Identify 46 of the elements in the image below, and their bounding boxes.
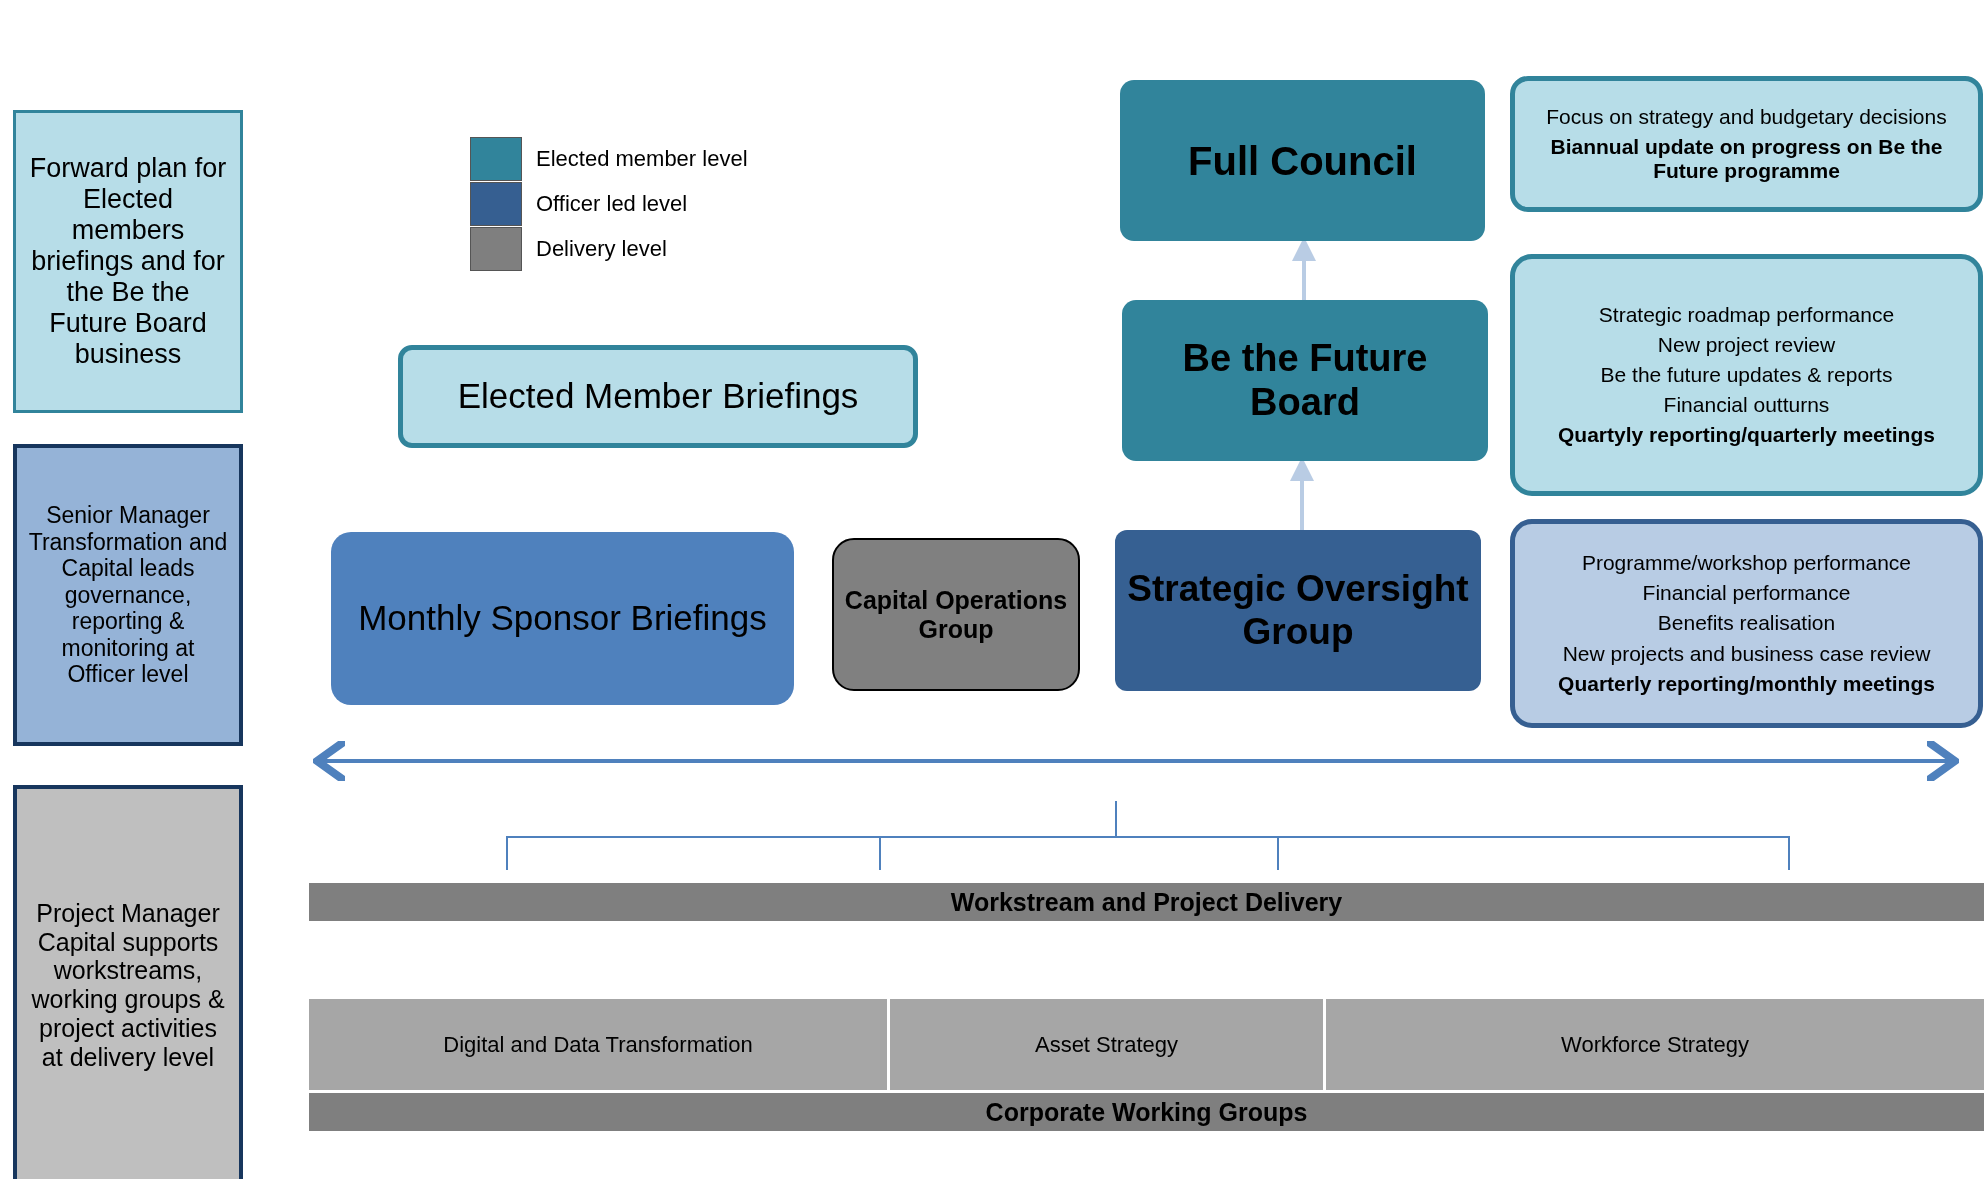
panel-text: Strategic roadmap performance bbox=[1598, 302, 1895, 327]
node-label: Corporate Working Groups bbox=[985, 1097, 1308, 1127]
node-label: Be the Future Board bbox=[1181, 336, 1429, 425]
process-box bbox=[1115, 530, 1481, 691]
panel-text: New project review bbox=[1657, 332, 1836, 357]
panel-text: New projects and business case review bbox=[1562, 641, 1931, 666]
band bbox=[309, 1093, 1984, 1131]
level-panel bbox=[13, 444, 243, 746]
level-panel bbox=[13, 110, 243, 413]
process-box bbox=[331, 532, 794, 705]
legend-label: Delivery level bbox=[536, 236, 667, 262]
workstream-cell bbox=[1326, 999, 1984, 1090]
node-label: Full Council bbox=[1188, 137, 1417, 184]
node-label: Workforce Strategy bbox=[1561, 1031, 1749, 1058]
panel-text: Financial performance bbox=[1642, 581, 1851, 606]
node-label: Elected Member Briefings bbox=[457, 376, 859, 417]
level-panel bbox=[13, 785, 243, 1179]
panel-text: Quarterly reporting/monthly meetings bbox=[1558, 671, 1935, 696]
legend-label: Elected member level bbox=[536, 146, 748, 172]
node-label: Forward plan for Elected members briefings and for the Be the Future Board business bbox=[28, 152, 228, 371]
process-box bbox=[832, 538, 1080, 691]
panel-text: Biannual update on progress on Be the Future programme bbox=[1549, 134, 1944, 184]
node-label: Workstream and Project Delivery bbox=[950, 887, 1343, 917]
node-label: Asset Strategy bbox=[1034, 1031, 1179, 1058]
band bbox=[309, 883, 1984, 921]
info-panel bbox=[1510, 76, 1983, 212]
process-box bbox=[1122, 300, 1488, 461]
node-label: Strategic Oversight Group bbox=[1126, 567, 1470, 654]
info-panel bbox=[1510, 254, 1983, 496]
panel-text: Quartyly reporting/quarterly meetings bbox=[1558, 423, 1935, 448]
panel-text: Financial outturns bbox=[1663, 393, 1830, 418]
panel-text: Programme/workshop performance bbox=[1581, 551, 1912, 576]
node-label: Senior Manager Transformation and Capital leads governance, reporting & monitoring at Officer level bbox=[27, 502, 229, 688]
panel-text: Be the future updates & reports bbox=[1600, 362, 1893, 388]
process-box bbox=[398, 345, 918, 448]
info-panel bbox=[1510, 519, 1983, 728]
workstream-cell bbox=[309, 999, 887, 1090]
node-label: Digital and Data Transformation bbox=[443, 1031, 753, 1058]
node-label: Project Manager Capital supports workstreams, working groups & project activities at delivery level bbox=[30, 898, 226, 1072]
node-label: Monthly Sponsor Briefings bbox=[358, 598, 767, 639]
legend-label: Officer led level bbox=[536, 191, 688, 217]
panel-text: Focus on strategy and budgetary decisions bbox=[1546, 104, 1947, 129]
workstream-cell bbox=[890, 999, 1323, 1090]
process-box bbox=[1120, 80, 1485, 241]
node-label: Capital Operations Group bbox=[844, 585, 1068, 644]
panel-text: Benefits realisation bbox=[1657, 611, 1836, 636]
